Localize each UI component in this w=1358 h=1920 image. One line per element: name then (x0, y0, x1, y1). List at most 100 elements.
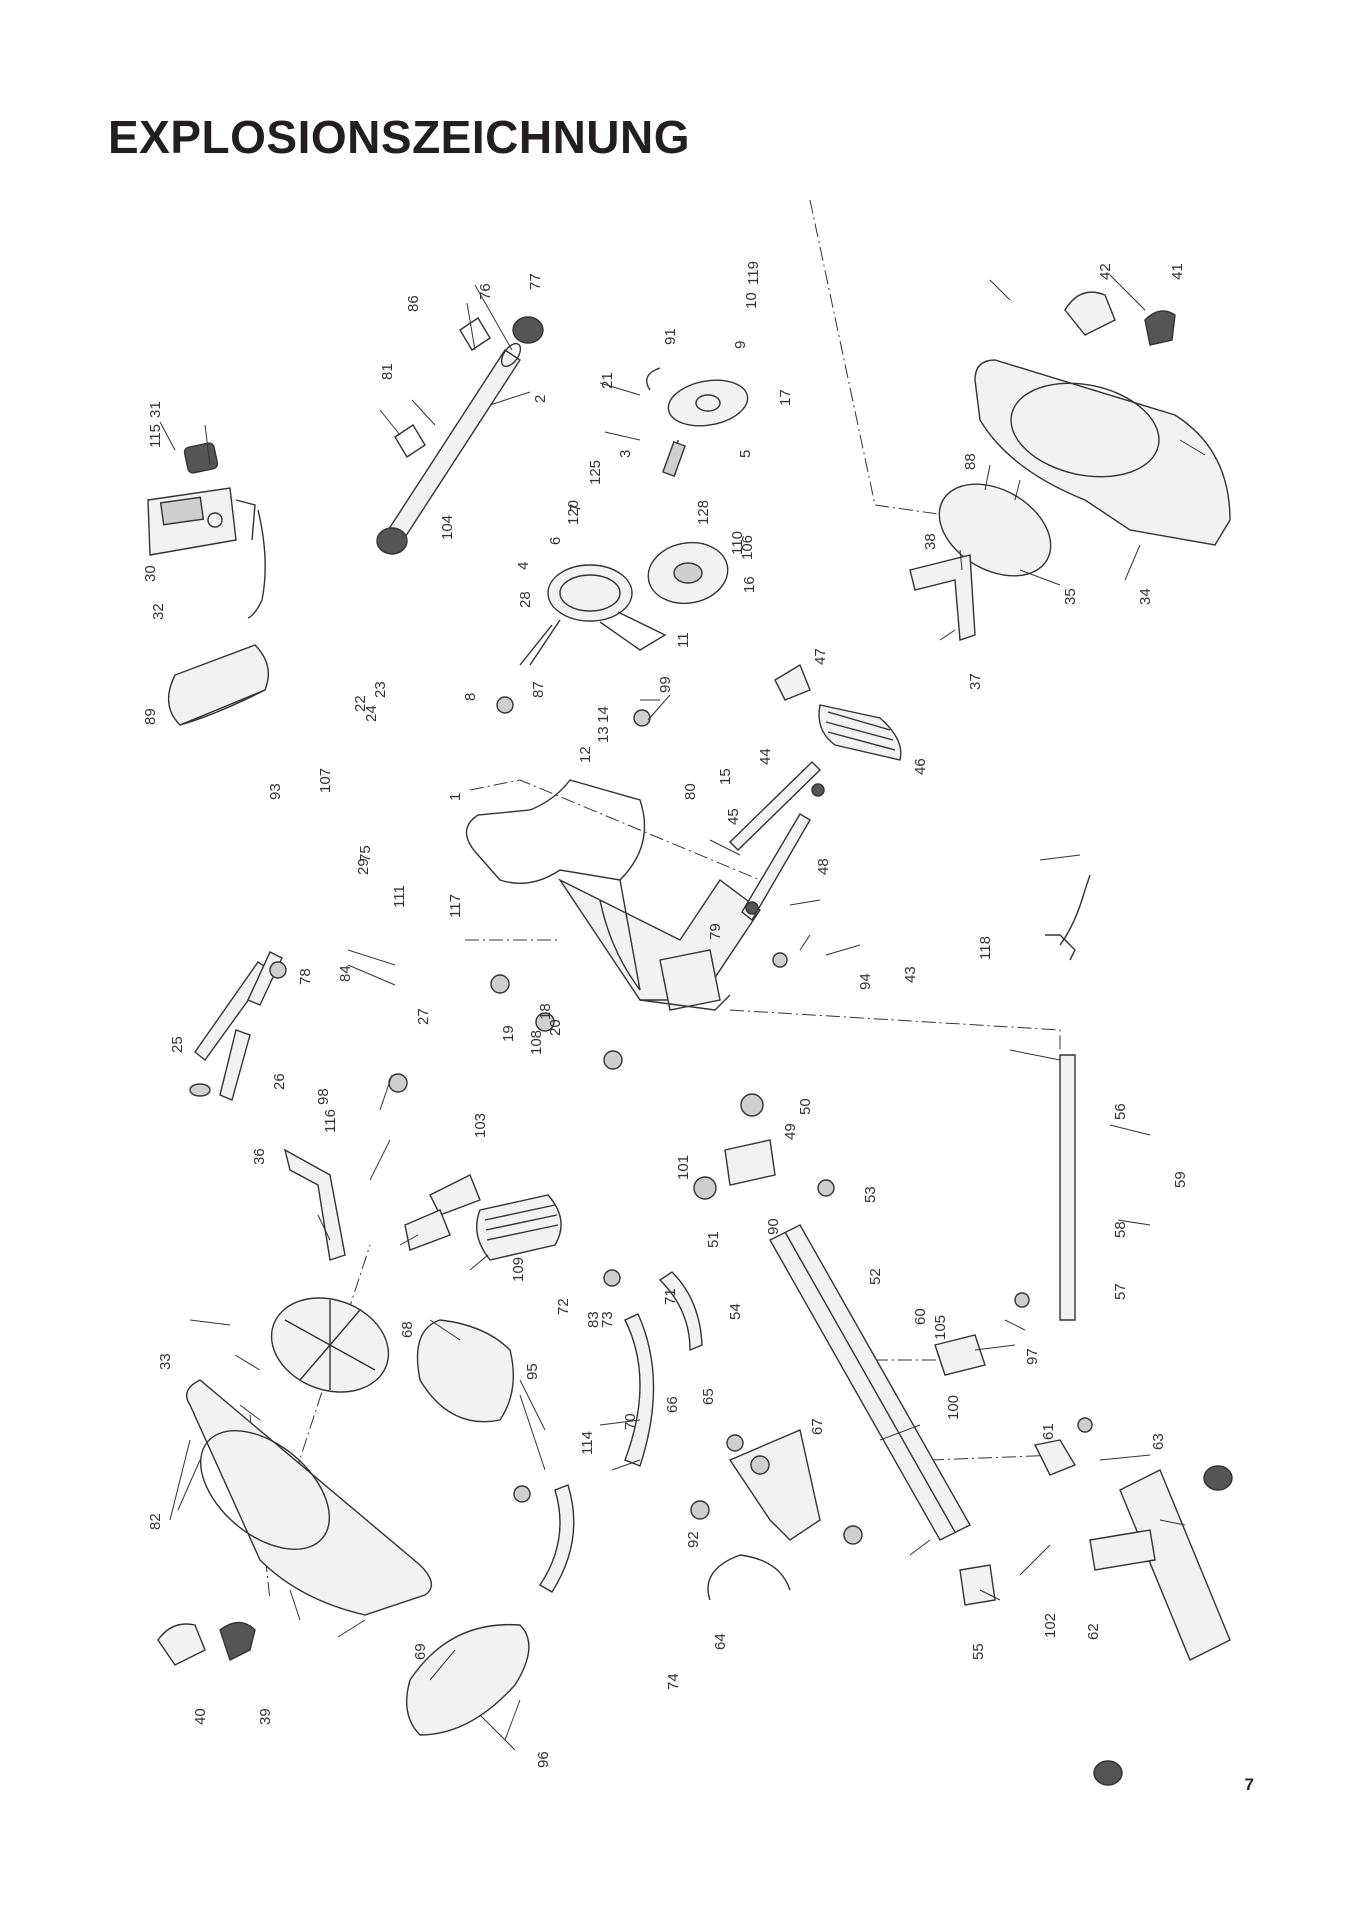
part-label: 47 (812, 648, 829, 665)
resistance-wheel-shape (647, 541, 729, 605)
part-label: 66 (664, 1396, 681, 1413)
part-label: 110 (729, 531, 746, 555)
part-label: 79 (707, 923, 724, 940)
pedal-arm-shape (404, 663, 811, 1251)
part-label: 6 (547, 537, 564, 545)
part-label: 114 (579, 1431, 596, 1455)
part-label: 77 (527, 273, 544, 290)
seat-carriage-shape (707, 1429, 821, 1601)
part-label: 22 (352, 695, 369, 712)
part-label: 33 (157, 1353, 174, 1370)
leader-lines (159, 274, 1206, 1751)
part-label: 53 (862, 1186, 879, 1203)
part-label: 40 (192, 1708, 209, 1725)
part-label: 101 (675, 1155, 692, 1180)
flywheel-shape (646, 367, 749, 477)
part-label: 30 (142, 565, 159, 582)
brackets-shape (283, 554, 1091, 1606)
foot-caps-shape (157, 291, 1176, 1666)
part-label: 96 (535, 1751, 552, 1768)
part-label: 21 (599, 372, 616, 389)
part-label: 56 (1112, 1103, 1129, 1120)
guide-line (809, 199, 946, 516)
part-label: 57 (1112, 1283, 1129, 1300)
part-label: 67 (809, 1418, 826, 1435)
part-label: 103 (472, 1113, 489, 1138)
part-label: 32 (150, 603, 167, 620)
part-label: 120 (565, 500, 582, 525)
part-label: 90 (765, 1218, 782, 1235)
part-label: 3 (617, 450, 634, 458)
part-label: 104 (439, 515, 456, 540)
part-shapes (147, 199, 1233, 1786)
part-label: 118 (977, 936, 994, 960)
part-label: 48 (815, 858, 832, 875)
part-label: 35 (1062, 588, 1079, 605)
part-label: 11 (675, 632, 692, 648)
part-label: 10 (743, 292, 760, 309)
part-label: 73 (599, 1311, 616, 1328)
part-label: 68 (399, 1321, 416, 1338)
part-label: 82 (147, 1513, 164, 1530)
main-frame-shape (465, 779, 761, 1011)
part-label: 55 (970, 1643, 987, 1660)
part-label: 42 (1097, 263, 1114, 280)
pedal-left-shape (476, 1194, 562, 1261)
part-label: 89 (142, 708, 159, 725)
part-label: 100 (945, 1395, 962, 1420)
part-label: 88 (962, 453, 979, 470)
part-label: 26 (271, 1073, 288, 1090)
part-label: 24 (363, 705, 380, 722)
rear-handlebar-shape (189, 951, 287, 1101)
part-label: 65 (700, 1388, 717, 1405)
part-label: 95 (524, 1363, 541, 1380)
small-parts-shape (388, 696, 1093, 1545)
part-label: 44 (757, 748, 774, 765)
part-label: 58 (1112, 1221, 1129, 1238)
backrest-shape (406, 1623, 530, 1736)
part-label: 16 (741, 576, 758, 593)
guide-line (929, 1454, 1061, 1461)
page-title: EXPLOSIONSZEICHNUNG (108, 111, 691, 163)
front-pole-shape (729, 761, 825, 922)
sliding-rail-shape (769, 1224, 971, 1541)
part-label: 87 (530, 681, 547, 698)
part-label: 84 (337, 965, 354, 982)
part-number-labels: 1 2 3 4 5 6 7 8 9 10 11 12 13 14 15 16 1… (142, 261, 1189, 1768)
round-cover-left-shape (270, 1297, 390, 1393)
part-label: 125 (587, 460, 604, 485)
handlebar-tube-shape (376, 316, 544, 555)
part-label: 119 (745, 261, 762, 285)
part-label: 116 (322, 1109, 339, 1133)
part-label: 83 (585, 1311, 602, 1328)
part-label: 7 (567, 504, 584, 512)
part-label: 106 (739, 535, 756, 560)
part-label: 63 (1150, 1433, 1167, 1450)
part-label: 59 (1172, 1171, 1189, 1188)
page-number: 7 (1244, 1775, 1254, 1794)
part-label: 78 (297, 968, 314, 985)
part-label: 98 (315, 1088, 332, 1105)
part-label: 14 (595, 706, 612, 723)
part-label: 93 (267, 783, 284, 800)
part-label: 70 (622, 1413, 639, 1430)
part-label: 34 (1137, 588, 1154, 605)
part-label: 45 (725, 808, 742, 825)
part-label: 92 (685, 1531, 702, 1548)
part-label: 12 (577, 746, 594, 763)
rear-stabilizer-shape (1089, 1465, 1233, 1786)
part-label: 102 (1042, 1613, 1059, 1638)
part-label: 91 (662, 328, 679, 345)
part-label: 105 (932, 1315, 949, 1340)
part-label: 25 (169, 1036, 186, 1053)
part-label: 71 (662, 1288, 679, 1305)
part-label: 18 (537, 1003, 554, 1020)
part-label: 52 (867, 1268, 884, 1285)
pedal-right-shape (818, 704, 902, 761)
part-label: 81 (379, 363, 396, 380)
part-label: 86 (405, 295, 422, 312)
part-label: 38 (922, 533, 939, 550)
part-label: 117 (447, 894, 464, 918)
round-cover-right-shape (938, 483, 1052, 577)
